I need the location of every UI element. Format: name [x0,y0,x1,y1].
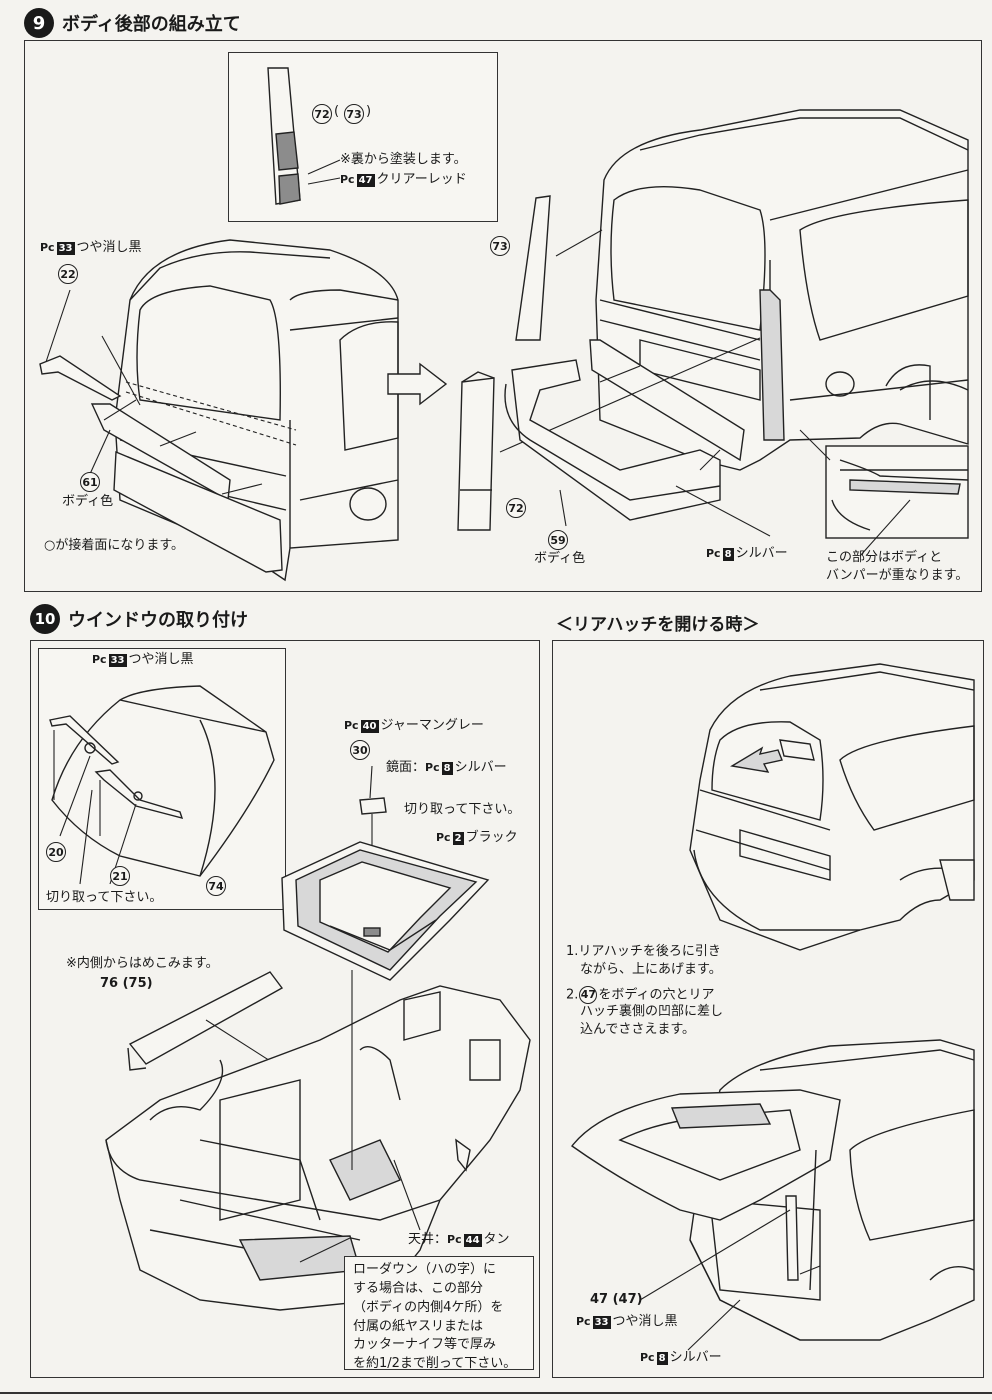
part-74: 74 [206,876,226,896]
part-47-inline: 47 [579,986,598,1004]
hatch-instr1-l2: ながら、上にあげます。 [580,962,722,977]
pc-number: 33 [592,1316,611,1329]
part-20: 20 [46,842,66,862]
part-76-75: 76 (75) [100,976,153,991]
pc-prefix: Pc [340,173,355,186]
color-name: シルバー [669,1350,722,1365]
part-74-label: 74 [208,879,224,893]
part-47-47: 47 (47) [590,1292,643,1307]
part-73: 73 [490,236,510,256]
body-color-59: ボディ色 [534,551,586,566]
pc-number: 33 [56,242,75,255]
color-name: クリアーレッド [376,172,467,187]
hatch-frame [552,640,984,1378]
lowdown-note: ローダウン（ハの字）に する場合は、この部分 （ボディの内側4ケ所）を 付属の紙… [344,1256,534,1371]
body-color-61: ボディ色 [62,494,114,509]
color-name: ブラック [465,830,518,845]
hatch-instr2-l2: ハッチ裏側の凹部に差し [580,1004,724,1019]
part-21: 21 [110,866,130,886]
overlap-note-1: この部分はボディと [826,550,943,565]
part-61-label: 61 [82,475,98,489]
overlap-note-2: バンパーが重なります。 [826,568,969,583]
part-30-label: 30 [352,743,368,757]
part-72-label: 72 [508,501,524,515]
pc-number: 8 [441,762,453,775]
color-name: つや消し黒 [128,652,194,667]
step9-number: 9 [24,8,54,38]
part-73-inset-label: 73 [346,107,362,121]
mirror-label: 鏡面： [386,760,426,775]
pc-number: 8 [722,548,734,561]
part-30: 30 [350,740,370,760]
color-name: つや消し黒 [612,1314,678,1329]
pc-number: 2 [452,832,464,845]
pc-number: 47 [356,174,375,187]
pc-number: 8 [656,1352,668,1365]
instr2-text: をボディの穴とリア [598,987,715,1003]
part-61: 61 [80,472,100,492]
part-59-label: 59 [550,533,566,547]
pc-number: 44 [463,1234,482,1247]
part-72-inset-label: 72 [314,107,330,121]
part-21-label: 21 [112,869,128,883]
part-73-inset-paren: ( [334,104,340,119]
color-name: つや消し黒 [76,240,142,255]
bond-note: ○が接着面になります。 [44,538,185,553]
hatch-instr1-l1: 1.リアハッチを後ろに引き [566,944,721,959]
part-72-inset: 72 [312,104,332,124]
step10-title: ウインドウの取り付け [68,610,248,631]
hatch-title: ＜リアハッチを開ける時＞ [556,615,760,635]
hatch-instr2-l3: 込んでささえます。 [580,1022,696,1037]
cut-note: 切り取って下さい。 [46,890,163,905]
step10-number: 10 [30,604,60,634]
part-73-inset: 73 [344,104,364,124]
cut-note-2: 切り取って下さい。 [404,802,521,817]
color-name: シルバー [454,760,507,775]
part-73-inset-paren-close: ) [366,104,372,119]
pc-number: 40 [360,720,379,733]
ceiling-label: 天井： [408,1232,448,1247]
step10-frame [30,640,540,1378]
inside-note: ※内側からはめこみます。 [66,956,219,971]
part-73-label: 73 [492,239,508,253]
step9-header: 9 ボディ後部の組み立て [24,8,241,38]
lowdown-line-6: を約1/2まで削って下さい。 [353,1356,517,1372]
step9-inset-note: ※裏から塗装します。 [340,152,467,167]
lowdown-line-2: する場合は、この部分 [353,1280,484,1296]
lowdown-line-5: カッターナイフ等で厚み [353,1337,497,1353]
color-name: ジャーマングレー [380,718,484,733]
pc-number: 33 [108,654,127,667]
lowdown-line-1: ローダウン（ハの字）に [353,1262,497,1277]
part-22-label: 22 [60,267,76,281]
lowdown-line-3: （ボディの内側4ケ所）を [353,1299,504,1315]
lowdown-line-4: 付属の紙ヤスリまたは [353,1318,484,1334]
step9-title: ボディ後部の組み立て [62,14,241,35]
part-22: 22 [58,264,78,284]
step9-frame [24,40,982,592]
part-20-label: 20 [48,845,64,859]
step10-header: 10 ウインドウの取り付け [30,604,248,634]
part-59: 59 [548,530,568,550]
part-72: 72 [506,498,526,518]
page-bottom-rule [0,1392,992,1394]
color-name: タン [483,1232,510,1247]
color-name: シルバー [735,546,788,561]
